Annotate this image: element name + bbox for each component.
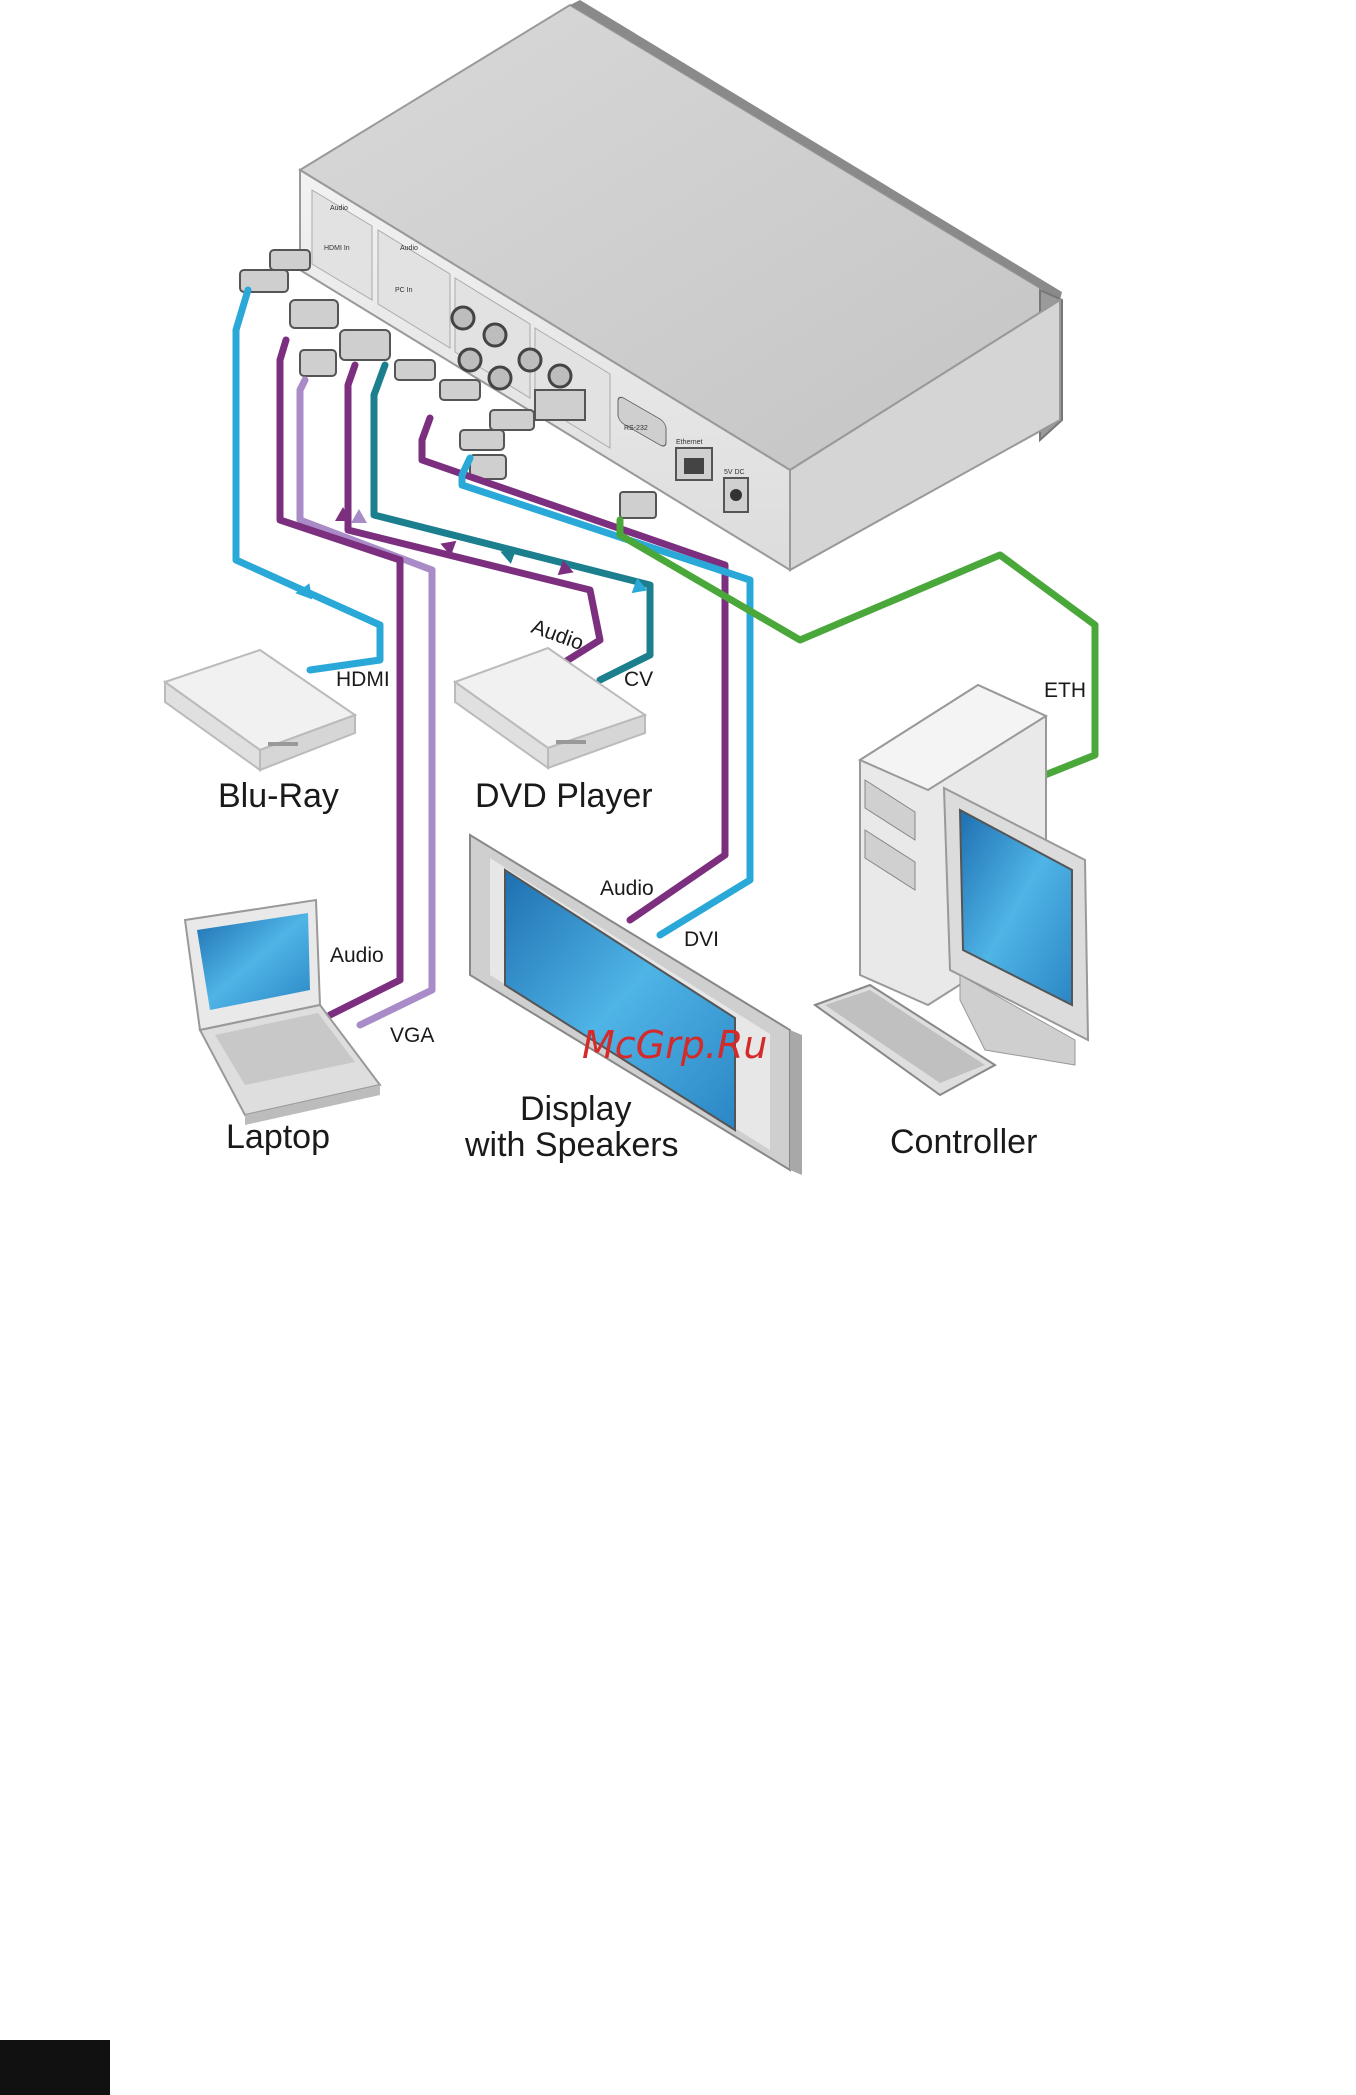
connection-diagram: Audio HDMI In Audio PC In RS-232 Etherne… [0, 0, 1356, 1200]
display-label-line2: with Speakers [464, 1126, 679, 1164]
display-audio-label: Audio [600, 877, 654, 900]
laptop-label: Laptop [226, 1118, 330, 1156]
port-label-rs232: RS-232 [624, 425, 648, 432]
hdmi-label: HDMI [336, 668, 390, 691]
vga-label: VGA [390, 1024, 434, 1047]
eth-label: ETH [1044, 679, 1086, 702]
bluray-label: Blu-Ray [218, 777, 339, 815]
port-label-audio: Audio [330, 205, 348, 212]
laptop-device [185, 900, 380, 1125]
watermark-text: McGrp.Ru [582, 1023, 767, 1067]
controller-device [815, 685, 1088, 1095]
cv-label: CV [624, 668, 653, 691]
port-label-power: 5V DC [724, 469, 745, 476]
port-label-hdmi-in: HDMI In [324, 245, 350, 252]
display-label-line1: Display [520, 1090, 631, 1128]
dvi-label: DVI [684, 928, 719, 951]
page-number-tab [0, 2040, 110, 2095]
main-unit: Audio HDMI In Audio PC In RS-232 Etherne… [300, 0, 1062, 570]
dvd-audio-label: Audio [528, 615, 586, 655]
port-label-audio-2: Audio [400, 245, 418, 252]
controller-label: Controller [890, 1123, 1037, 1161]
laptop-audio-label: Audio [330, 944, 384, 967]
dvd-player-device [455, 648, 645, 768]
port-label-ethernet: Ethernet [676, 439, 703, 446]
dvd-player-label: DVD Player [475, 777, 653, 815]
port-label-pc-in: PC In [395, 287, 413, 294]
